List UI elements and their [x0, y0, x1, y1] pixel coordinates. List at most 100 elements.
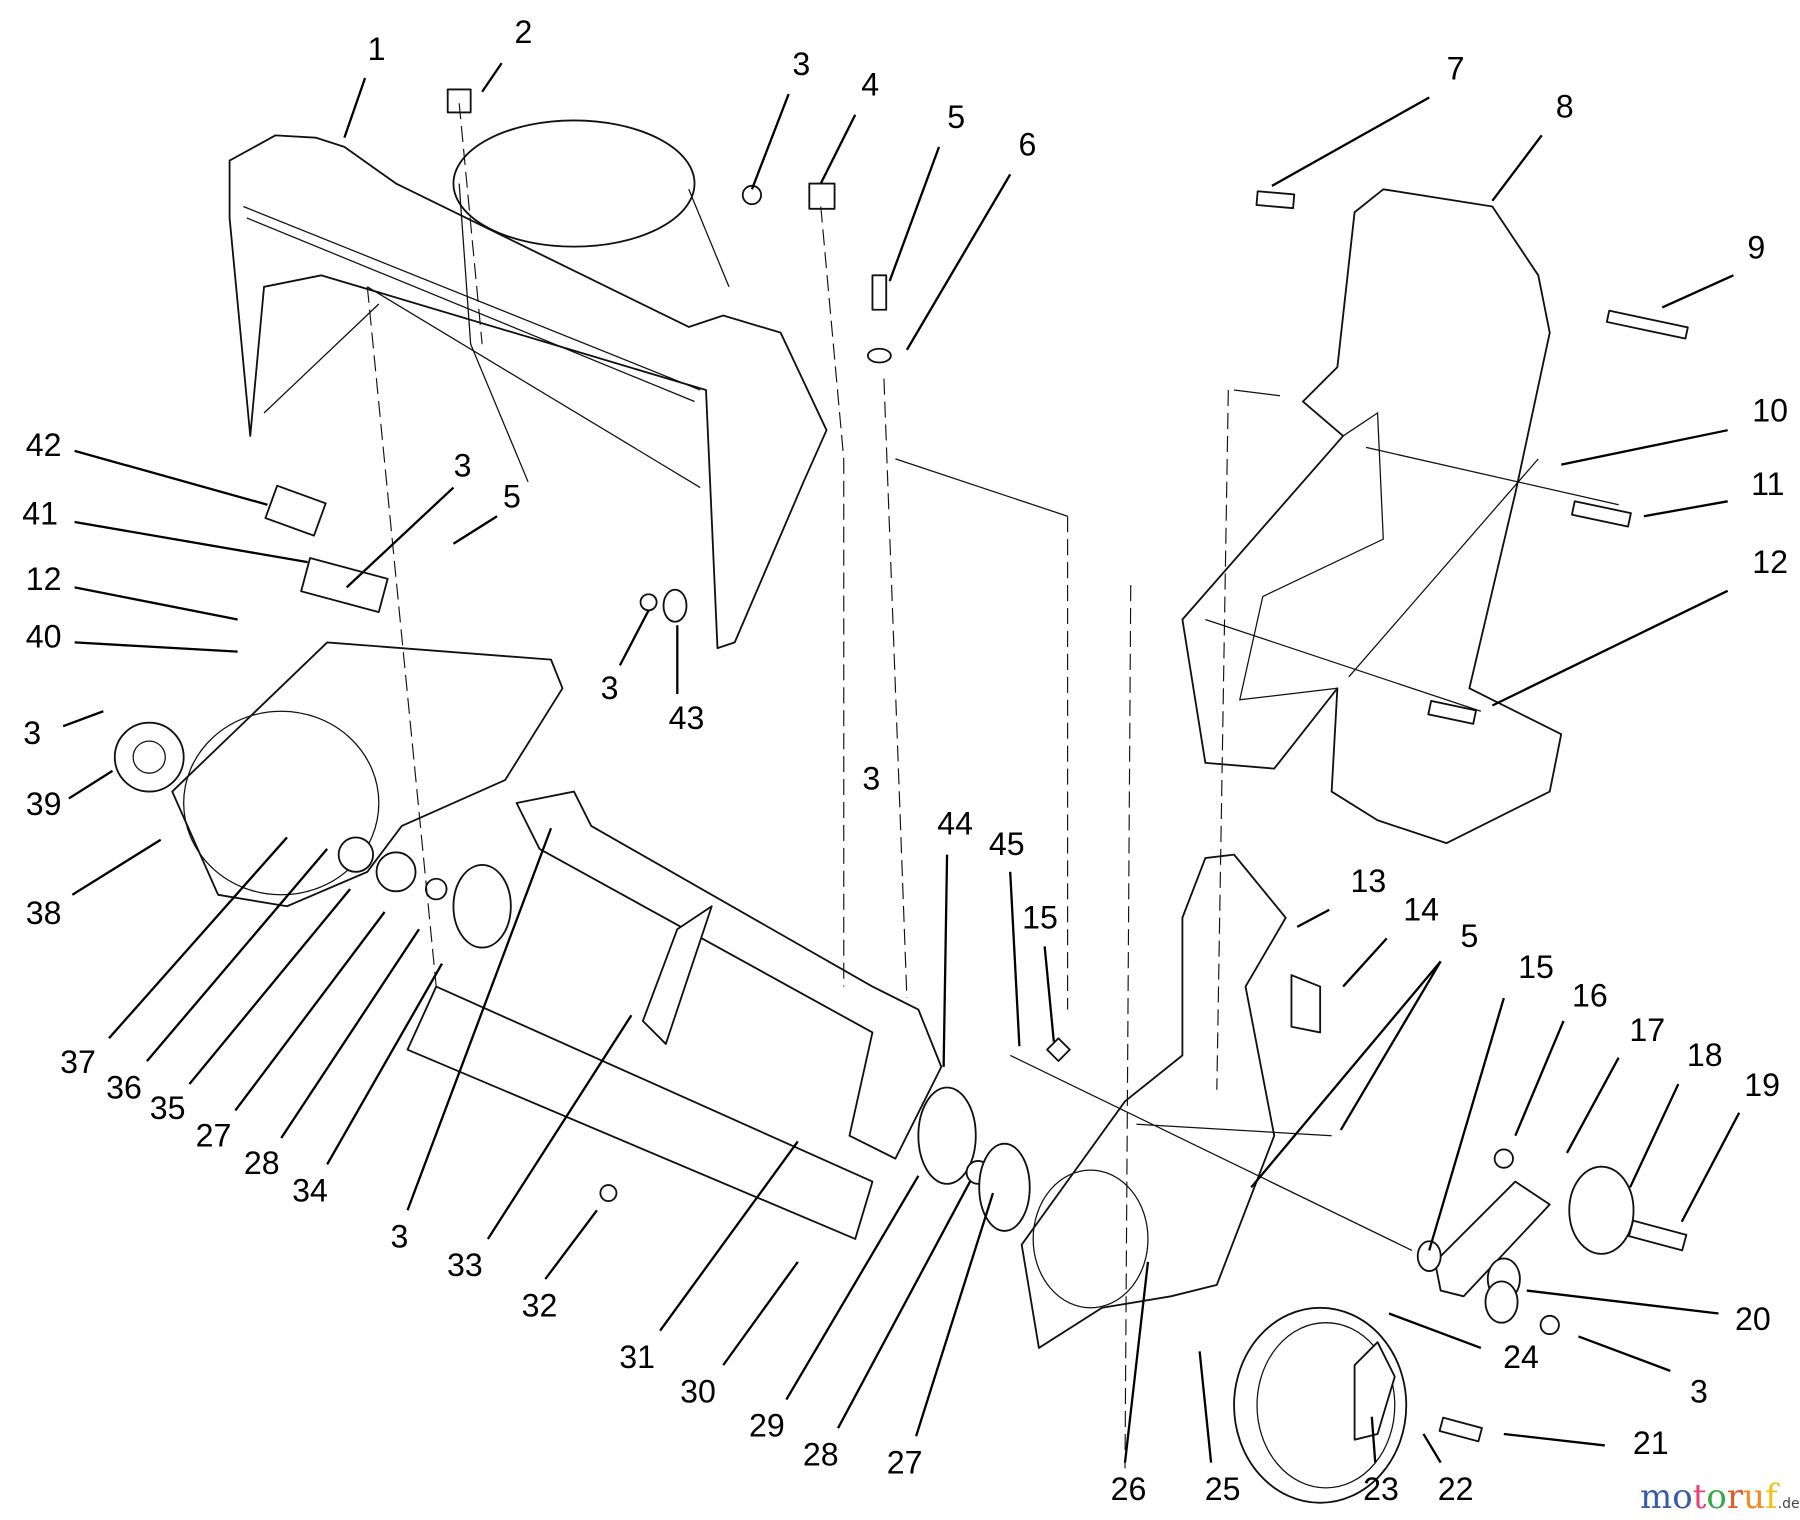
leader-line [1629, 1083, 1680, 1188]
callout-7: 7 [1271, 51, 1465, 187]
callout-12: 12 [1491, 544, 1788, 707]
callout-3: 3 [1578, 1335, 1708, 1409]
callout-number: 3 [1690, 1373, 1708, 1409]
part-idler-bracket [1020, 853, 1322, 1349]
leader-line [74, 586, 238, 621]
leader-line [74, 641, 238, 653]
leader-line [914, 1192, 995, 1437]
callout-number: 3 [391, 1218, 409, 1254]
callout-number: 21 [1633, 1425, 1669, 1461]
callout-9: 9 [1661, 230, 1765, 309]
callout-8: 8 [1491, 88, 1574, 202]
callout-number: 30 [680, 1373, 716, 1409]
callout-number: 3 [862, 761, 880, 797]
leader-line [722, 1261, 799, 1366]
leader-line [62, 710, 104, 728]
callout-31: 31 [619, 1140, 799, 1375]
callout-13: 13 [1296, 863, 1386, 928]
callout-number: 13 [1350, 863, 1386, 899]
callout-34: 34 [292, 963, 443, 1209]
part-housing [228, 119, 828, 650]
leader-line [1503, 1432, 1605, 1447]
callout-number: 20 [1735, 1301, 1771, 1337]
callout-5: 5 [888, 99, 965, 282]
part-auger-frame [337, 790, 943, 1240]
callout-27: 27 [196, 911, 386, 1153]
callout-number: 3 [454, 448, 472, 484]
leader-line [68, 769, 114, 800]
callout-29: 29 [749, 1175, 920, 1444]
callout-25: 25 [1198, 1351, 1240, 1507]
callout-12: 12 [26, 561, 238, 621]
part-hardware [264, 88, 1689, 1443]
leader-line [1388, 1312, 1482, 1349]
callout-number: 11 [1751, 466, 1784, 502]
callout-number: 5 [947, 99, 965, 135]
callout-2: 2 [481, 14, 533, 93]
callout-number: 27 [887, 1444, 923, 1480]
callout-number: 16 [1572, 978, 1608, 1014]
callout-45: 45 [989, 826, 1025, 1047]
callout-1: 1 [343, 31, 386, 139]
callout-number: 8 [1556, 88, 1574, 124]
callout-3: 3 [601, 609, 650, 706]
part-belt-cover [1181, 188, 1563, 845]
callout-number: 2 [515, 14, 533, 50]
callout-number: 9 [1747, 230, 1765, 266]
callout-number: 43 [669, 700, 705, 736]
callout-number: 5 [1460, 918, 1478, 954]
leader-line [836, 1181, 972, 1429]
leader-line [406, 827, 553, 1211]
callout-26: 26 [1111, 1261, 1150, 1507]
callout-15: 15 [1022, 900, 1058, 1042]
callout-5: 5 [1250, 918, 1478, 1189]
part-pulleys [1233, 1165, 1635, 1504]
leader-line [146, 848, 329, 1062]
callout-number: 1 [368, 31, 386, 67]
callout-number: 24 [1503, 1339, 1539, 1375]
callout-4: 4 [819, 67, 879, 185]
callout-number: 44 [937, 805, 973, 841]
callout-40: 40 [26, 618, 238, 654]
callout-number: 45 [989, 826, 1025, 862]
callout-24: 24 [1388, 1312, 1539, 1375]
callout-6: 6 [905, 126, 1036, 351]
callout-43: 43 [669, 625, 705, 736]
callout-number: 41 [22, 496, 58, 532]
leader-line [345, 486, 455, 589]
callout-36: 36 [106, 848, 329, 1105]
callout-number: 3 [792, 46, 810, 82]
leader-line [1271, 96, 1430, 187]
leader-line [1296, 908, 1330, 928]
callout-number: 33 [447, 1247, 483, 1283]
leader-line [1514, 1020, 1565, 1137]
leader-line [659, 1140, 799, 1332]
watermark-letter: o [1706, 1477, 1727, 1517]
leader-line [188, 888, 352, 1085]
callout-number: 23 [1363, 1471, 1399, 1507]
callout-5: 5 [452, 479, 521, 545]
leader-line [1123, 1261, 1150, 1463]
callout-3: 3 [862, 761, 880, 797]
callout-30: 30 [680, 1261, 799, 1409]
leader-line [1526, 1289, 1719, 1315]
leader-line [1250, 960, 1442, 1189]
callout-number: 34 [292, 1173, 328, 1209]
leader-line [74, 449, 268, 506]
watermark-letter: r [1726, 1477, 1744, 1517]
leader-line [544, 1209, 598, 1280]
callout-28: 28 [244, 928, 420, 1181]
callout-number: 12 [1752, 544, 1788, 580]
callout-38: 38 [26, 838, 162, 931]
leader-line [74, 520, 308, 564]
callout-number: 12 [26, 561, 62, 597]
leader-line [1578, 1335, 1671, 1372]
callout-21: 21 [1503, 1425, 1669, 1461]
leader-line [1565, 1057, 1620, 1154]
callout-number: 40 [26, 618, 62, 654]
callout-11: 11 [1643, 466, 1785, 518]
callout-33: 33 [447, 1014, 633, 1283]
callout-number: 4 [861, 67, 879, 103]
